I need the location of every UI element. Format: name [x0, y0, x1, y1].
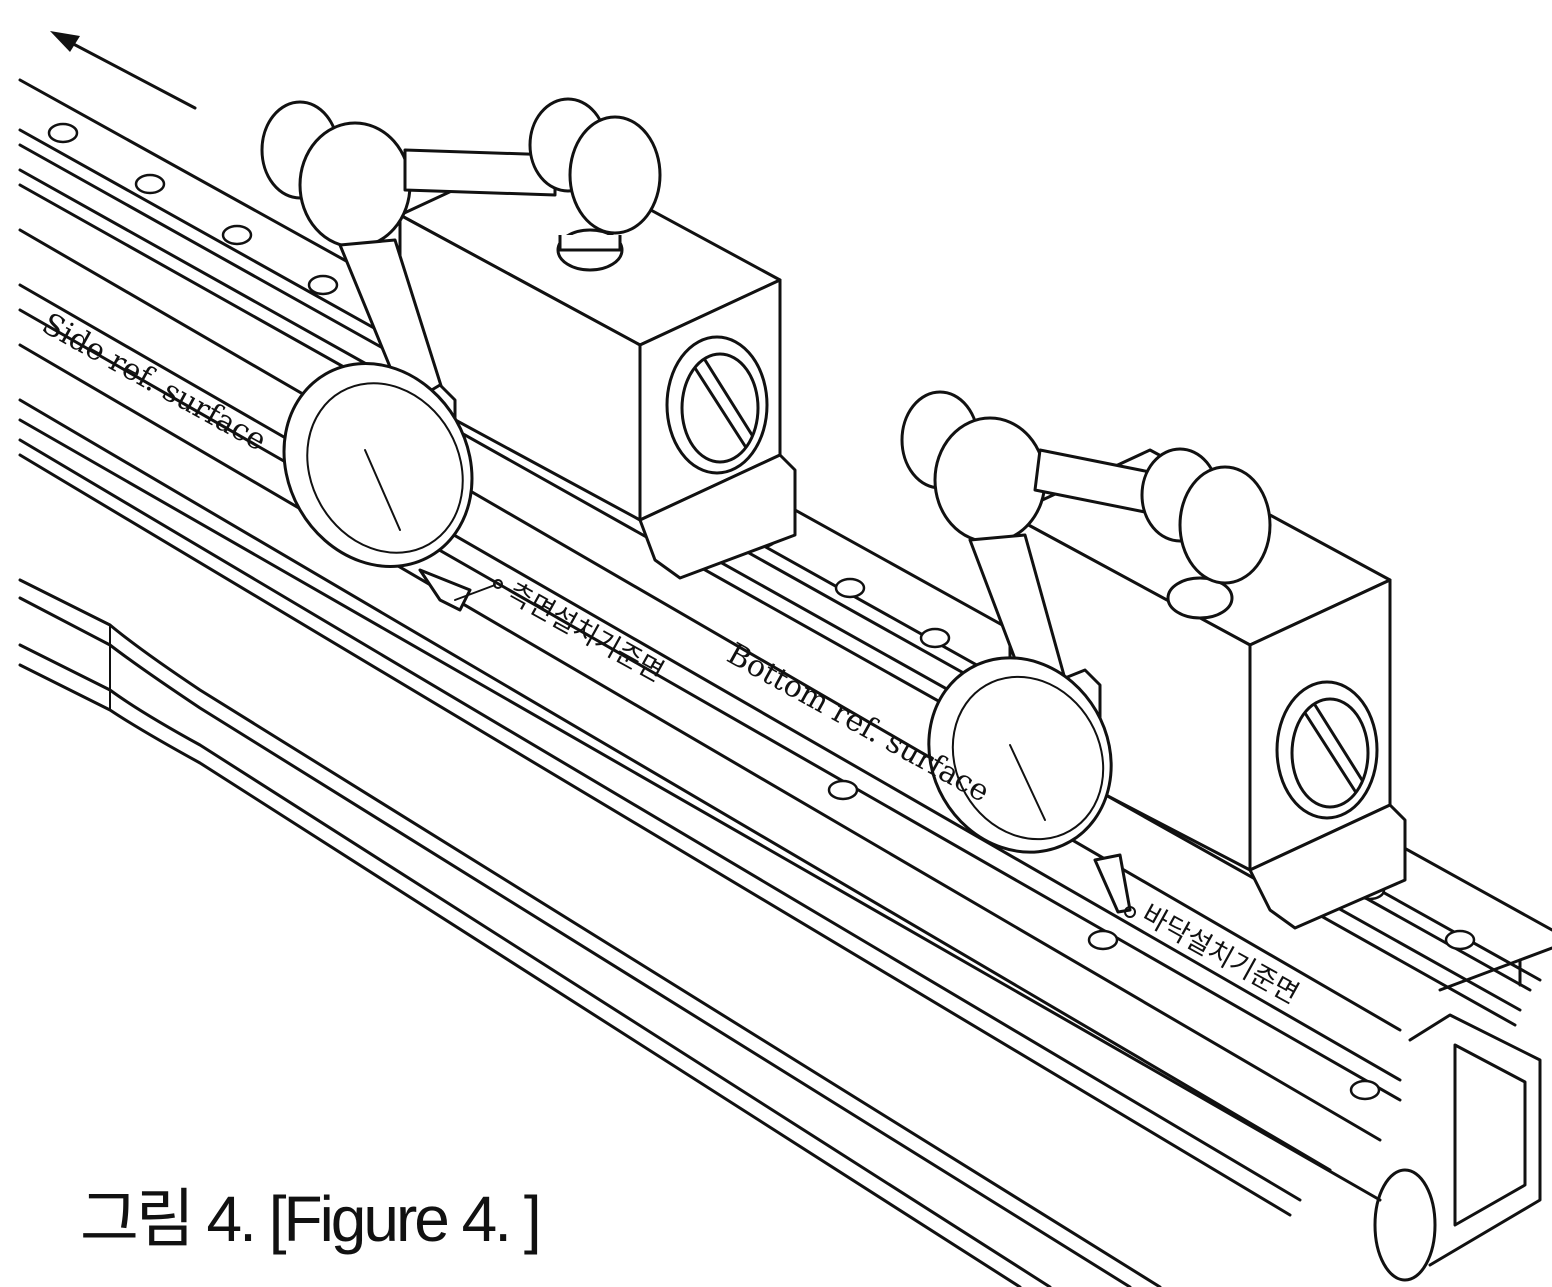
- mounting-hole: [134, 173, 166, 195]
- side-ref-surface-ko-label: 측면설치기준면: [502, 577, 669, 688]
- mounting-hole: [307, 274, 339, 296]
- mounting-hole: [1444, 929, 1476, 951]
- side-ref-surface-label: Side ref. surface: [36, 306, 272, 458]
- machine-base: [18, 78, 1552, 1287]
- mounting-hole: [47, 122, 79, 144]
- mounting-hole: [827, 779, 859, 801]
- mounting-hole: [919, 627, 951, 649]
- indicator-stand-2: [900, 390, 1272, 918]
- rail-profile-end: [1373, 946, 1552, 1282]
- figure-caption: 그림 4. [Figure 4. ]: [80, 1183, 542, 1255]
- direction-arrow: [50, 31, 197, 110]
- mounting-hole: [834, 577, 866, 599]
- indicator-stand-1: [260, 97, 662, 612]
- mounting-hole: [1349, 1079, 1381, 1101]
- mounting-hole: [1087, 929, 1119, 951]
- mounting-hole: [221, 224, 253, 246]
